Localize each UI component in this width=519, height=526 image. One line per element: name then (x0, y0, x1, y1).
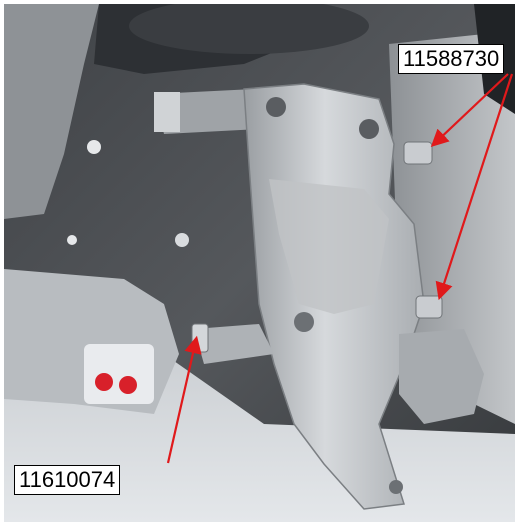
engine-bracket-photo (4, 4, 515, 522)
photo-illustration (4, 4, 515, 522)
part-number-label-top: 11588730 (398, 44, 505, 74)
part-number-label-bottom: 11610074 (14, 465, 121, 495)
